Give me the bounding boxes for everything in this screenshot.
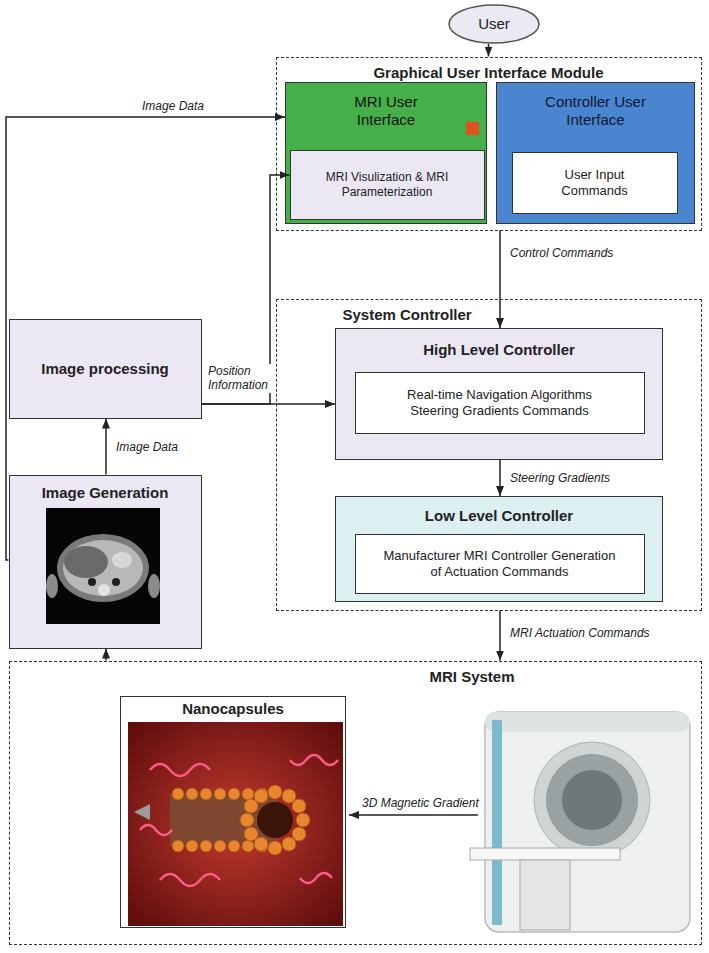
process-box: Manufacturer MRI Controller Generation o… xyxy=(355,534,645,594)
box-heading: Nanocapsules xyxy=(182,700,284,718)
box-text: Real-time Navigation Algorithms Steering… xyxy=(384,387,616,418)
connector-arrow xyxy=(105,419,107,475)
box-text: User xyxy=(478,15,510,33)
controller-box: Low Level ControllerManufacturer MRI Con… xyxy=(335,496,663,602)
connector-arrow xyxy=(202,403,336,405)
connector-arrow xyxy=(105,649,107,661)
box-heading: System Controller xyxy=(343,306,472,324)
box-text: MRI Visulization & MRI Parameterization xyxy=(302,170,472,199)
process-box: Image processing xyxy=(9,319,202,419)
interface-panel: Controller User InterfaceUser Input Comm… xyxy=(496,82,695,224)
module-frame: Graphical User Interface ModuleMRI User … xyxy=(276,57,702,231)
status-square xyxy=(466,122,479,135)
connector-arrow xyxy=(6,117,285,560)
box-text: Manufacturer MRI Controller Generation o… xyxy=(384,548,616,579)
edge-label: Steering Gradients xyxy=(508,471,612,485)
gradient-arrow xyxy=(349,814,478,816)
controller-box: High Level ControllerReal-time Navigatio… xyxy=(335,328,663,460)
interface-panel: MRI User InterfaceMRI Visulization & MRI… xyxy=(285,82,487,224)
mri-scanner-picture xyxy=(470,712,690,932)
connector-arrow xyxy=(488,44,490,57)
box-heading: Image processing xyxy=(41,360,169,378)
connector-arrow xyxy=(499,231,501,329)
nanocapsule-picture xyxy=(128,722,343,926)
picture-box: Nanocapsules xyxy=(120,696,346,928)
box-heading: High Level Controller xyxy=(423,341,575,359)
process-box: User Input Commands xyxy=(512,152,678,214)
connector-arrow xyxy=(202,175,290,404)
connector-arrow xyxy=(499,460,501,496)
edge-label: MRI Actuation Commands xyxy=(508,626,652,640)
box-text: User Input Commands xyxy=(550,167,640,198)
process-box: Real-time Navigation Algorithms Steering… xyxy=(355,372,645,434)
box-heading: Graphical User Interface Module xyxy=(373,64,603,82)
connector-arrow xyxy=(499,611,501,661)
arrow-label: 3D Magnetic Gradient xyxy=(360,796,481,810)
edge-label: Image Data xyxy=(114,440,180,454)
box-text: MRI User Interface xyxy=(331,93,441,129)
box-heading: MRI System xyxy=(430,668,515,686)
edge-label: Position Information xyxy=(206,364,276,393)
box-text: Controller User Interface xyxy=(541,93,651,129)
box-heading: Low Level Controller xyxy=(425,507,573,525)
user-ellipse: User xyxy=(448,4,540,44)
process-box: Image Generation xyxy=(9,475,202,649)
module-frame: MRI SystemNanocapsules xyxy=(9,661,702,945)
mri-slice-image xyxy=(46,508,160,624)
edge-label: Control Commands xyxy=(508,246,615,260)
edge-label: Image Data xyxy=(140,99,206,113)
box-heading: Image Generation xyxy=(42,484,169,502)
process-box: MRI Visulization & MRI Parameterization xyxy=(290,150,485,220)
module-frame: System ControllerHigh Level ControllerRe… xyxy=(276,299,702,611)
